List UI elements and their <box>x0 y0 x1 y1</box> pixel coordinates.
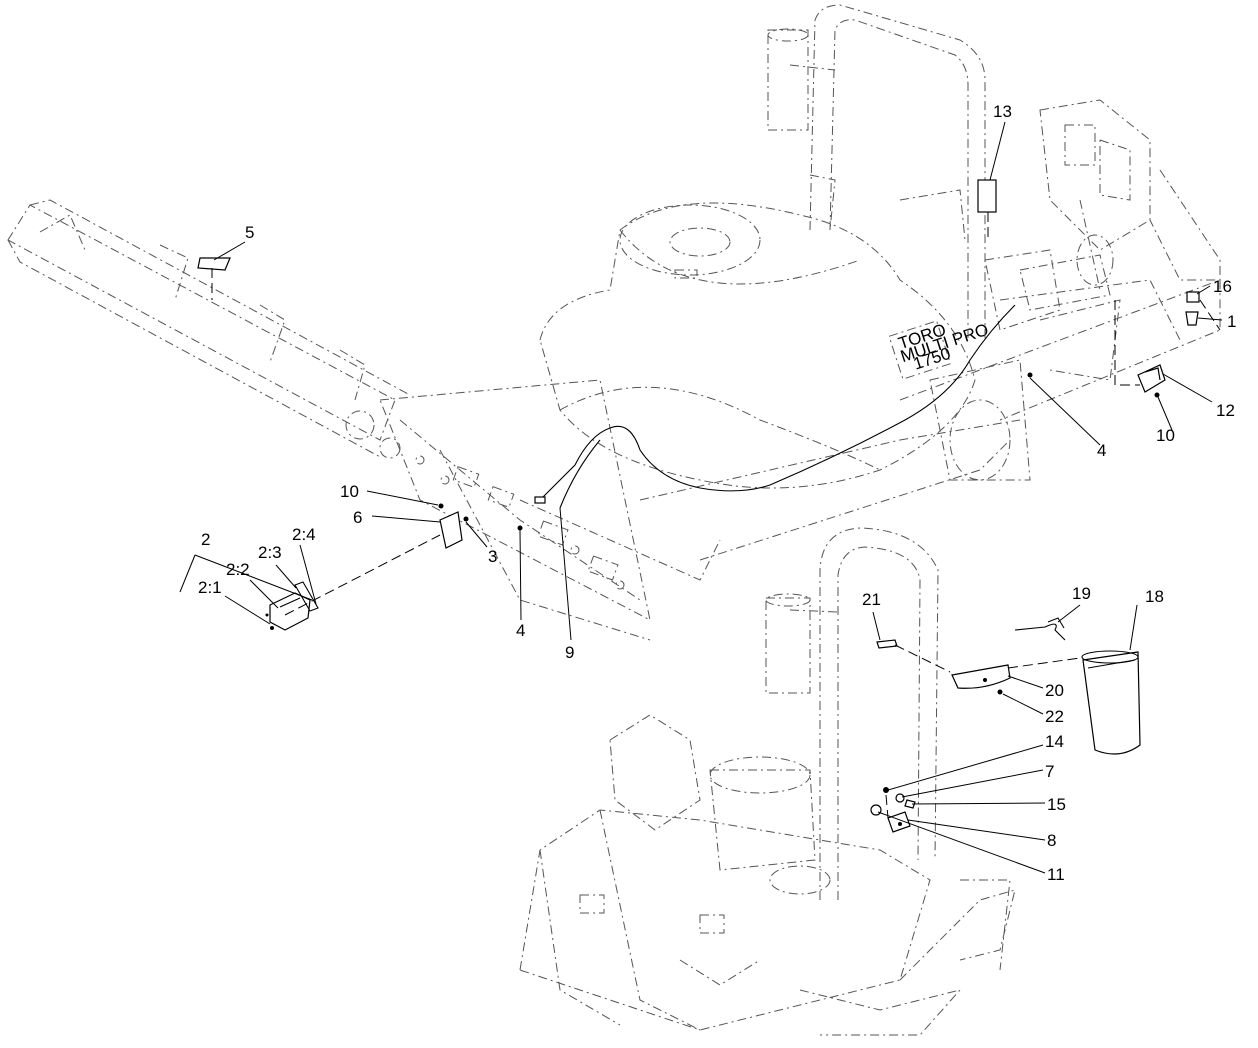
spray-boom <box>7 199 411 459</box>
callout-19: 19 <box>1072 584 1091 603</box>
callout-2-1: 2:1 <box>198 578 222 597</box>
callout-12: 12 <box>1216 401 1235 420</box>
tank-decal: TORO MULTI PRO 1750 <box>888 320 991 380</box>
callout-6: 6 <box>353 508 362 527</box>
beacon-bracket <box>1137 364 1166 398</box>
holder-18 <box>1082 651 1141 755</box>
callout-5: 5 <box>245 223 254 242</box>
callout-15: 15 <box>1047 795 1066 814</box>
callout-16: 16 <box>1213 277 1232 296</box>
callout-2-3: 2:3 <box>258 543 282 562</box>
callout-10-lower: 10 <box>340 482 359 501</box>
clip-19 <box>1014 623 1066 641</box>
callout-4-lower: 4 <box>516 621 525 640</box>
front-axle <box>929 299 1121 481</box>
callout-labels: 1 16 12 10 4 13 5 10 6 3 4 9 2 2:1 2:2 2… <box>198 102 1236 884</box>
callout-14: 14 <box>1045 732 1064 751</box>
callout-10-upper: 10 <box>1156 426 1175 445</box>
spray-tank <box>539 202 976 489</box>
wire-branch <box>559 439 601 509</box>
upper-vehicle-ghost: TORO MULTI PRO 1750 <box>7 4 1221 641</box>
bracket-20 <box>951 664 1011 689</box>
callout-3: 3 <box>488 547 497 566</box>
decal-13 <box>977 179 997 213</box>
callout-11: 11 <box>1047 865 1065 884</box>
callout-20: 20 <box>1045 681 1064 700</box>
connector-9 <box>534 496 546 504</box>
callout-2-2: 2:2 <box>226 560 250 579</box>
callout-4-upper: 4 <box>1097 441 1106 460</box>
operator-console <box>899 99 1221 341</box>
callout-21: 21 <box>862 590 881 609</box>
callout-22: 22 <box>1045 707 1064 726</box>
pin-21 <box>876 639 898 649</box>
decal-5 <box>197 257 231 271</box>
callout-1: 1 <box>1227 312 1236 331</box>
light-bracket <box>438 503 469 549</box>
pivot-hardware <box>870 787 916 833</box>
explode-lines-upper <box>211 212 1221 616</box>
callout-2: 2 <box>201 530 210 549</box>
callout-8: 8 <box>1047 831 1056 850</box>
callout-2-4: 2:4 <box>292 525 316 544</box>
lower-vehicle-ghost <box>519 527 1016 1036</box>
fastener-22 <box>997 689 1003 695</box>
callout-18: 18 <box>1145 587 1164 606</box>
leader-lines <box>179 121 1223 874</box>
bracket-and-holder <box>876 617 1141 755</box>
callout-7: 7 <box>1045 762 1054 781</box>
fastener-4-upper <box>1027 372 1033 378</box>
main-frame <box>379 279 1221 641</box>
fastener-4-lower <box>517 525 523 531</box>
roll-over-bar-upper <box>767 4 986 340</box>
switch-assembly <box>1185 291 1200 326</box>
rear-light-assembly <box>265 581 319 631</box>
callout-9: 9 <box>565 643 574 662</box>
callout-13: 13 <box>993 102 1012 121</box>
wire-harness <box>539 304 1016 501</box>
